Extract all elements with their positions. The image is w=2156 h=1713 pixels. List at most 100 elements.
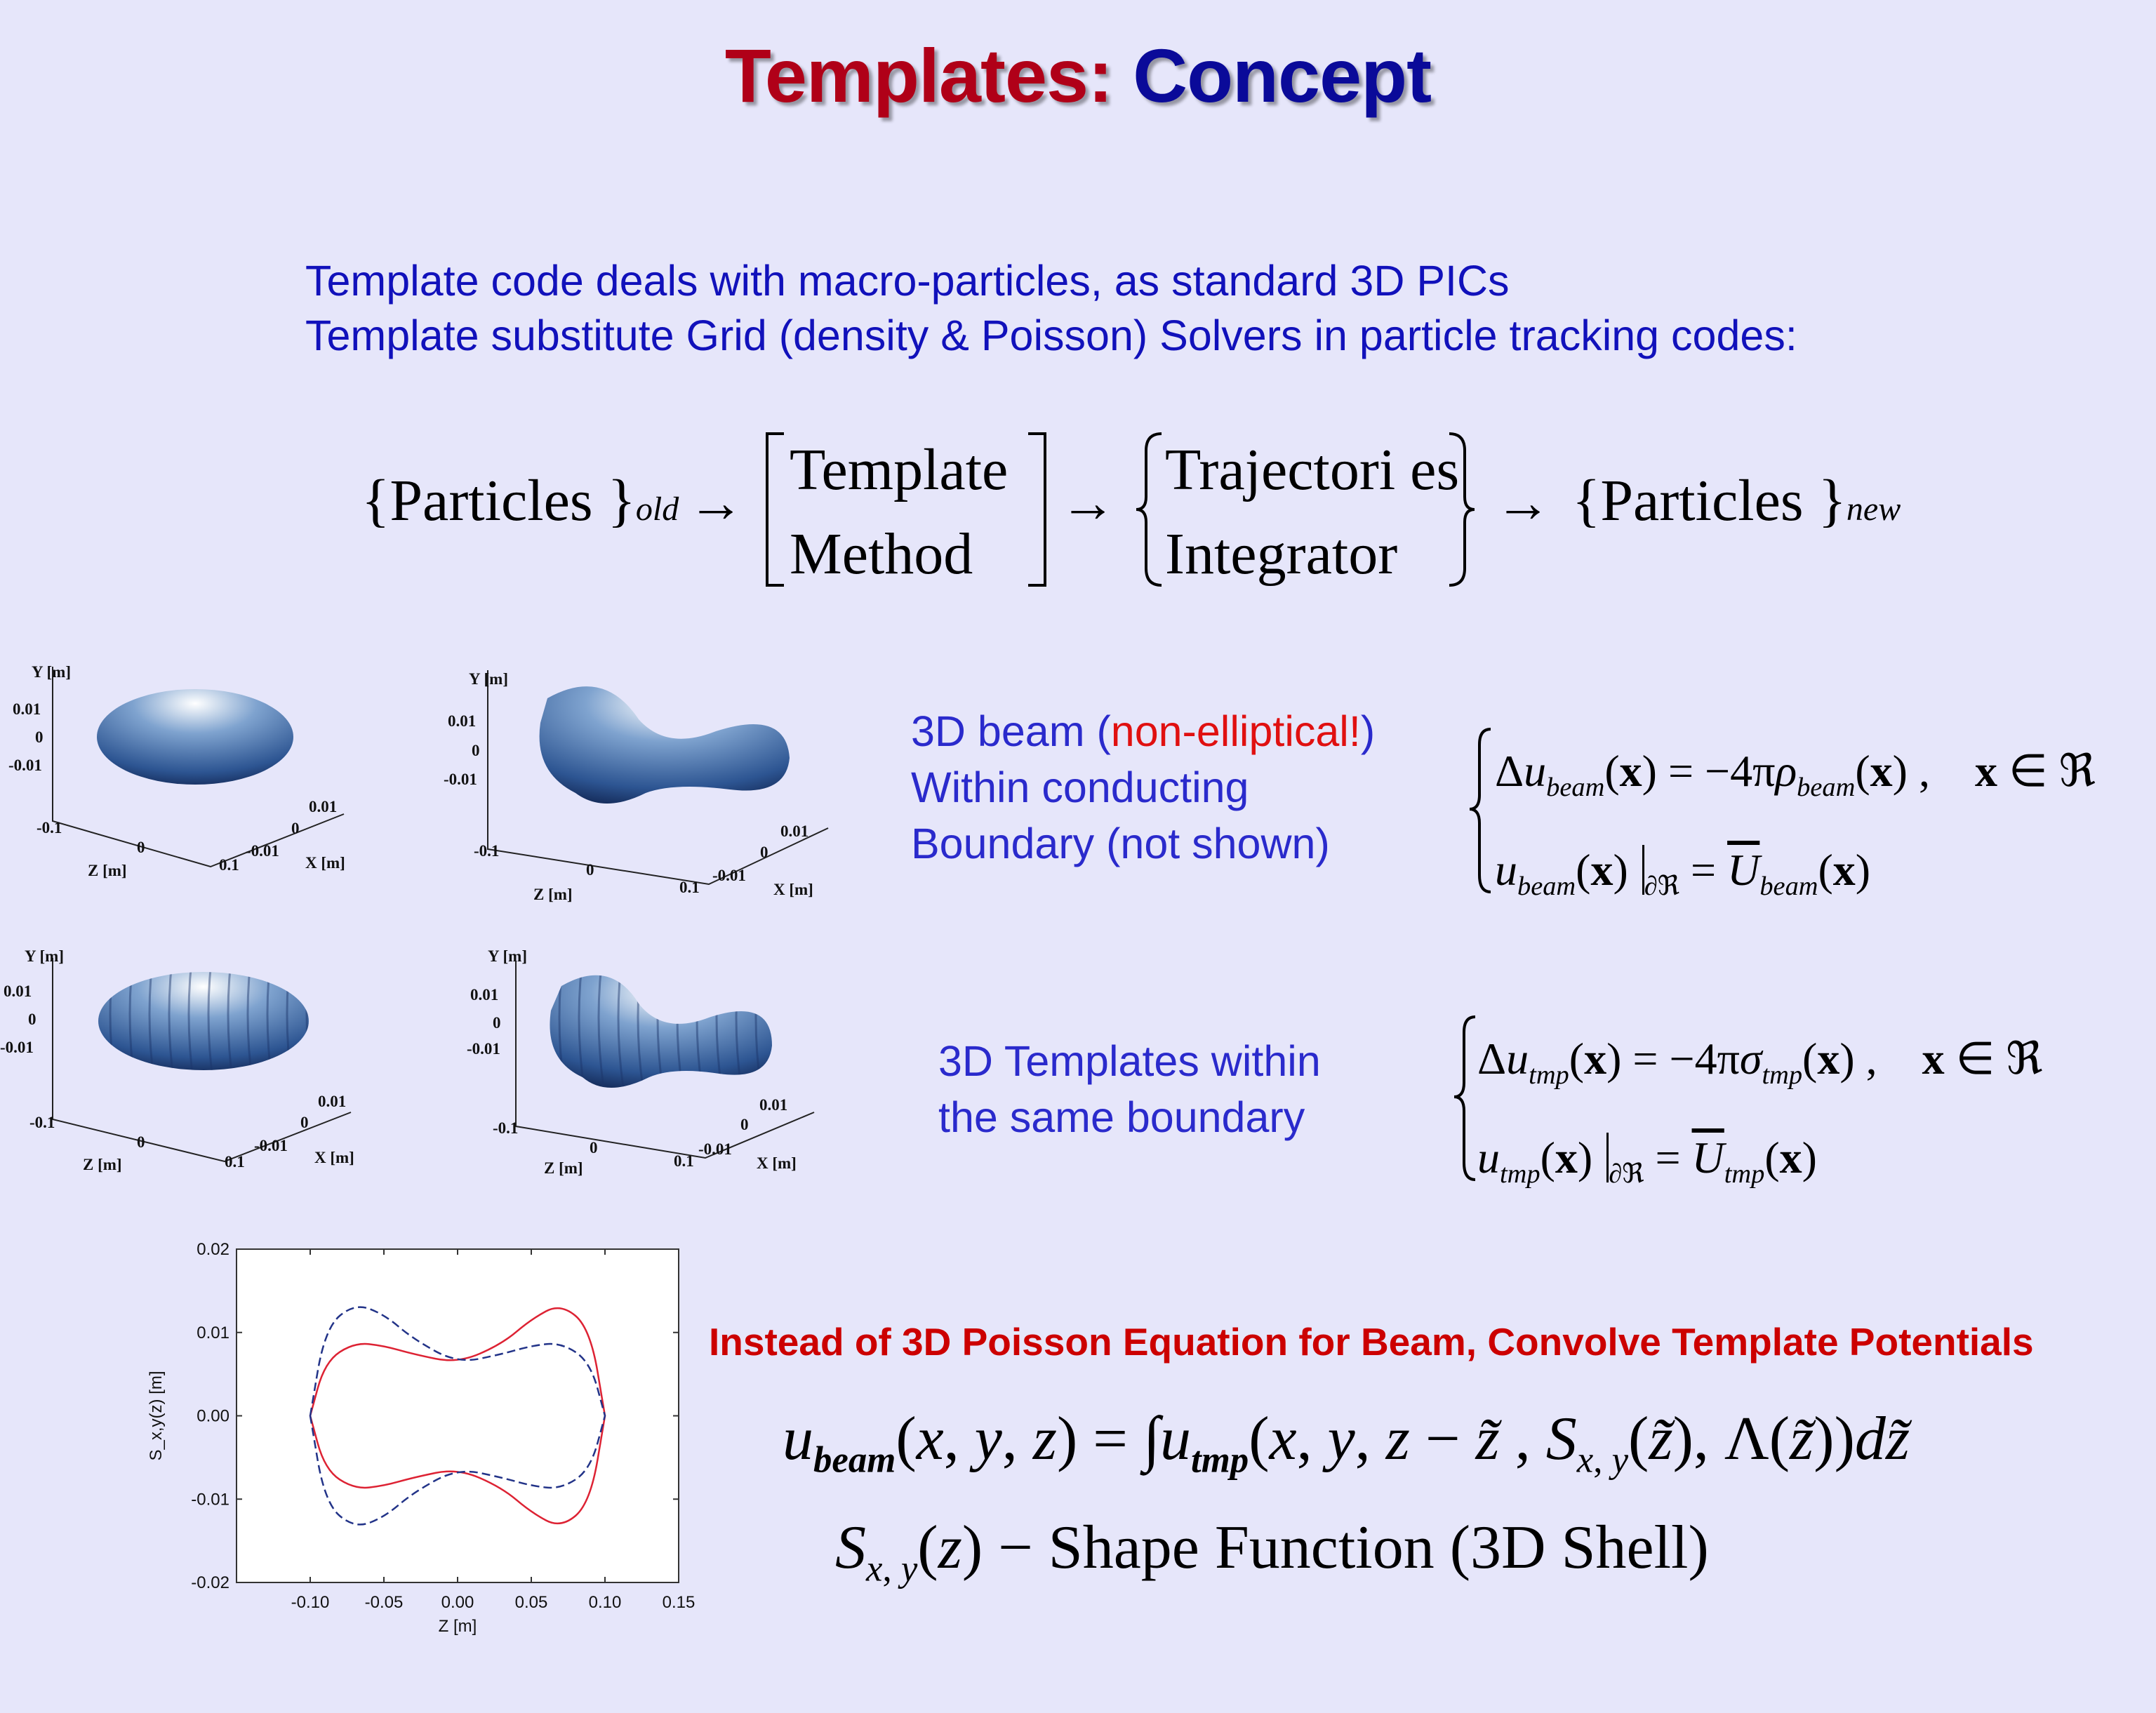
svg-text:0: 0 bbox=[300, 1114, 309, 1131]
beam-line-1: 3D beam (non-elliptical!) bbox=[911, 707, 1376, 755]
x-tick-label: 0.10 bbox=[589, 1593, 622, 1612]
svg-text:0.1: 0.1 bbox=[219, 856, 239, 874]
svg-text:X [m]: X [m] bbox=[773, 881, 813, 898]
x-tick-label: 0.05 bbox=[515, 1593, 548, 1612]
svg-text:Y [m]: Y [m] bbox=[469, 670, 508, 688]
svg-text:0.01: 0.01 bbox=[780, 822, 808, 840]
template-system-brace bbox=[1453, 1015, 1476, 1181]
svg-text:0.01: 0.01 bbox=[759, 1096, 787, 1114]
beam-boundary-eq: ubeam(x) ∂ℜ = Ubeam(x) bbox=[1495, 844, 1871, 901]
svg-text:-0.01: -0.01 bbox=[246, 842, 279, 860]
svg-text:Z [m]: Z [m] bbox=[83, 1156, 122, 1173]
y-axis-label: S_x,y(z) [m] bbox=[147, 1371, 166, 1460]
svg-text:0.01: 0.01 bbox=[470, 986, 498, 1004]
svg-text:0: 0 bbox=[137, 839, 145, 856]
template-poisson-system: Δutmp(x) = −4πσtmp(x) , x ∈ ℜ utmp(x) ∂ℜ… bbox=[1477, 1018, 2043, 1215]
flow-arrow-3: → bbox=[1495, 472, 1551, 534]
flow-arrow-2: → bbox=[1060, 472, 1116, 534]
svg-text:0: 0 bbox=[740, 1116, 749, 1133]
title-part-2: Concept bbox=[1133, 33, 1432, 118]
svg-text:0: 0 bbox=[472, 742, 480, 759]
svg-text:-0.1: -0.1 bbox=[493, 1119, 518, 1137]
x-tick-label: 0.15 bbox=[663, 1593, 696, 1612]
flow-particles-old: {Particles }old bbox=[361, 468, 679, 533]
svg-text:X [m]: X [m] bbox=[305, 854, 345, 872]
intro-line-1: Template code deals with macro-particles… bbox=[305, 257, 1510, 305]
svg-text:0.1: 0.1 bbox=[674, 1152, 694, 1170]
svg-text:-0.01: -0.01 bbox=[698, 1140, 732, 1158]
title-part-1: Templates: bbox=[724, 33, 1113, 118]
svg-text:-0.01: -0.01 bbox=[444, 771, 477, 788]
svg-text:0: 0 bbox=[291, 820, 300, 837]
svg-text:0.1: 0.1 bbox=[679, 879, 700, 896]
plot3d-beam-peanut: Y [m] 0.01 0 -0.01 -0.1 0 0.1 Z [m] -0.0… bbox=[444, 670, 829, 903]
svg-text:0: 0 bbox=[493, 1014, 501, 1032]
flow-template: Template bbox=[790, 437, 1009, 502]
peanut-shape bbox=[539, 686, 790, 804]
y-tick-label: 0.01 bbox=[197, 1324, 229, 1342]
beam-poisson-eq: Δubeam(x) = −4πρbeam(x) , x ∈ ℜ bbox=[1495, 746, 2096, 802]
svg-text:Y [m]: Y [m] bbox=[25, 947, 64, 965]
template-boundary-eq: utmp(x) ∂ℜ = Utmp(x) bbox=[1477, 1132, 1817, 1189]
page-title: Templates: Concept bbox=[0, 32, 2156, 119]
convolve-heading: Instead of 3D Poisson Equation for Beam,… bbox=[709, 1320, 2034, 1364]
svg-text:0.01: 0.01 bbox=[318, 1093, 346, 1110]
y-tick-label: -0.01 bbox=[191, 1490, 229, 1509]
flow-integrator: Integrator bbox=[1165, 521, 1398, 587]
flow-method: Method bbox=[790, 521, 973, 587]
svg-text:0: 0 bbox=[35, 728, 44, 746]
x-tick-label: 0.00 bbox=[441, 1593, 474, 1612]
flow-arrow-1: → bbox=[688, 472, 744, 534]
svg-text:Y [m]: Y [m] bbox=[32, 663, 71, 681]
flow-trajectories-integrator: Trajectori es Integrator bbox=[1165, 428, 1459, 596]
beam-description: 3D beam (non-elliptical!) Within conduct… bbox=[911, 703, 1375, 872]
svg-text:0.01: 0.01 bbox=[4, 982, 32, 1000]
plot3d-template-peanut: Y [m] 0.01 0 -0.01 -0.1 0 0.1 Z [m] -0.0… bbox=[467, 947, 815, 1177]
plot3d-beam-ellipsoid: Y [m] 0.01 0 -0.01 -0.1 0 0.1 Z [m] -0.0… bbox=[8, 663, 345, 879]
beam-line-3: Boundary (not shown) bbox=[911, 820, 1330, 867]
svg-text:-0.01: -0.01 bbox=[254, 1137, 288, 1154]
svg-text:-0.01: -0.01 bbox=[0, 1039, 34, 1056]
svg-text:0: 0 bbox=[586, 861, 594, 879]
chart-series-1 bbox=[309, 1306, 606, 1526]
trajectories-brace bbox=[1136, 432, 1475, 587]
svg-text:X [m]: X [m] bbox=[757, 1154, 797, 1172]
svg-text:Z [m]: Z [m] bbox=[533, 886, 573, 903]
svg-text:Y [m]: Y [m] bbox=[488, 947, 527, 965]
svg-text:0.01: 0.01 bbox=[13, 700, 41, 718]
intro-line-2: Template substitute Grid (density & Pois… bbox=[305, 312, 1797, 359]
svg-text:0: 0 bbox=[28, 1011, 36, 1028]
flow-trajectories: Trajectori es bbox=[1165, 437, 1460, 502]
x-tick-label: -0.05 bbox=[365, 1593, 404, 1612]
plot3d-template-ellipsoid: Y [m] 0.01 0 -0.01 -0.1 0 0.1 Z [m] -0.0… bbox=[0, 947, 354, 1173]
svg-text:0: 0 bbox=[760, 844, 768, 861]
convolution-equation: ubeam(x, y, z) = ∫utmp(x, y, z − z̃ , Sx… bbox=[783, 1405, 1910, 1481]
shape-function-label: Shape Function (3D Shell) bbox=[1048, 1514, 1709, 1582]
svg-text:-0.01: -0.01 bbox=[8, 756, 42, 774]
svg-text:Z [m]: Z [m] bbox=[544, 1159, 583, 1177]
beam-poisson-system: Δubeam(x) = −4πρbeam(x) , x ∈ ℜ ubeam(x)… bbox=[1495, 730, 2096, 928]
template-method-bracket bbox=[766, 432, 1046, 587]
template-line-1: 3D Templates within bbox=[938, 1037, 1321, 1085]
beam-system-brace bbox=[1469, 728, 1491, 893]
flow-particles-new: {Particles }new bbox=[1572, 468, 1901, 533]
shape-function-line: Sx, y(z) − Shape Function (3D Shell) bbox=[835, 1514, 1709, 1589]
svg-text:Z [m]: Z [m] bbox=[88, 862, 127, 879]
svg-text:0.01: 0.01 bbox=[309, 798, 337, 815]
svg-text:-0.1: -0.1 bbox=[36, 819, 62, 836]
x-tick-label: -0.10 bbox=[291, 1593, 330, 1612]
template-poisson-eq: Δutmp(x) = −4πσtmp(x) , x ∈ ℜ bbox=[1477, 1034, 2043, 1090]
svg-text:-0.1: -0.1 bbox=[474, 842, 499, 860]
beam-line-2: Within conducting bbox=[911, 764, 1249, 811]
plot3d-grid: Y [m] 0.01 0 -0.01 -0.1 0 0.1 Z [m] -0.0… bbox=[0, 663, 829, 1177]
svg-text:X [m]: X [m] bbox=[314, 1149, 354, 1166]
x-axis-label: Z [m] bbox=[439, 1617, 477, 1636]
y-tick-label: -0.02 bbox=[191, 1573, 229, 1592]
ellipsoid-shape bbox=[97, 689, 293, 785]
chart-plot-area bbox=[236, 1248, 679, 1583]
svg-text:-0.1: -0.1 bbox=[29, 1114, 55, 1131]
template-description: 3D Templates within the same boundary bbox=[938, 1033, 1321, 1145]
svg-text:0: 0 bbox=[590, 1139, 598, 1157]
y-tick-label: 0.00 bbox=[197, 1407, 229, 1426]
